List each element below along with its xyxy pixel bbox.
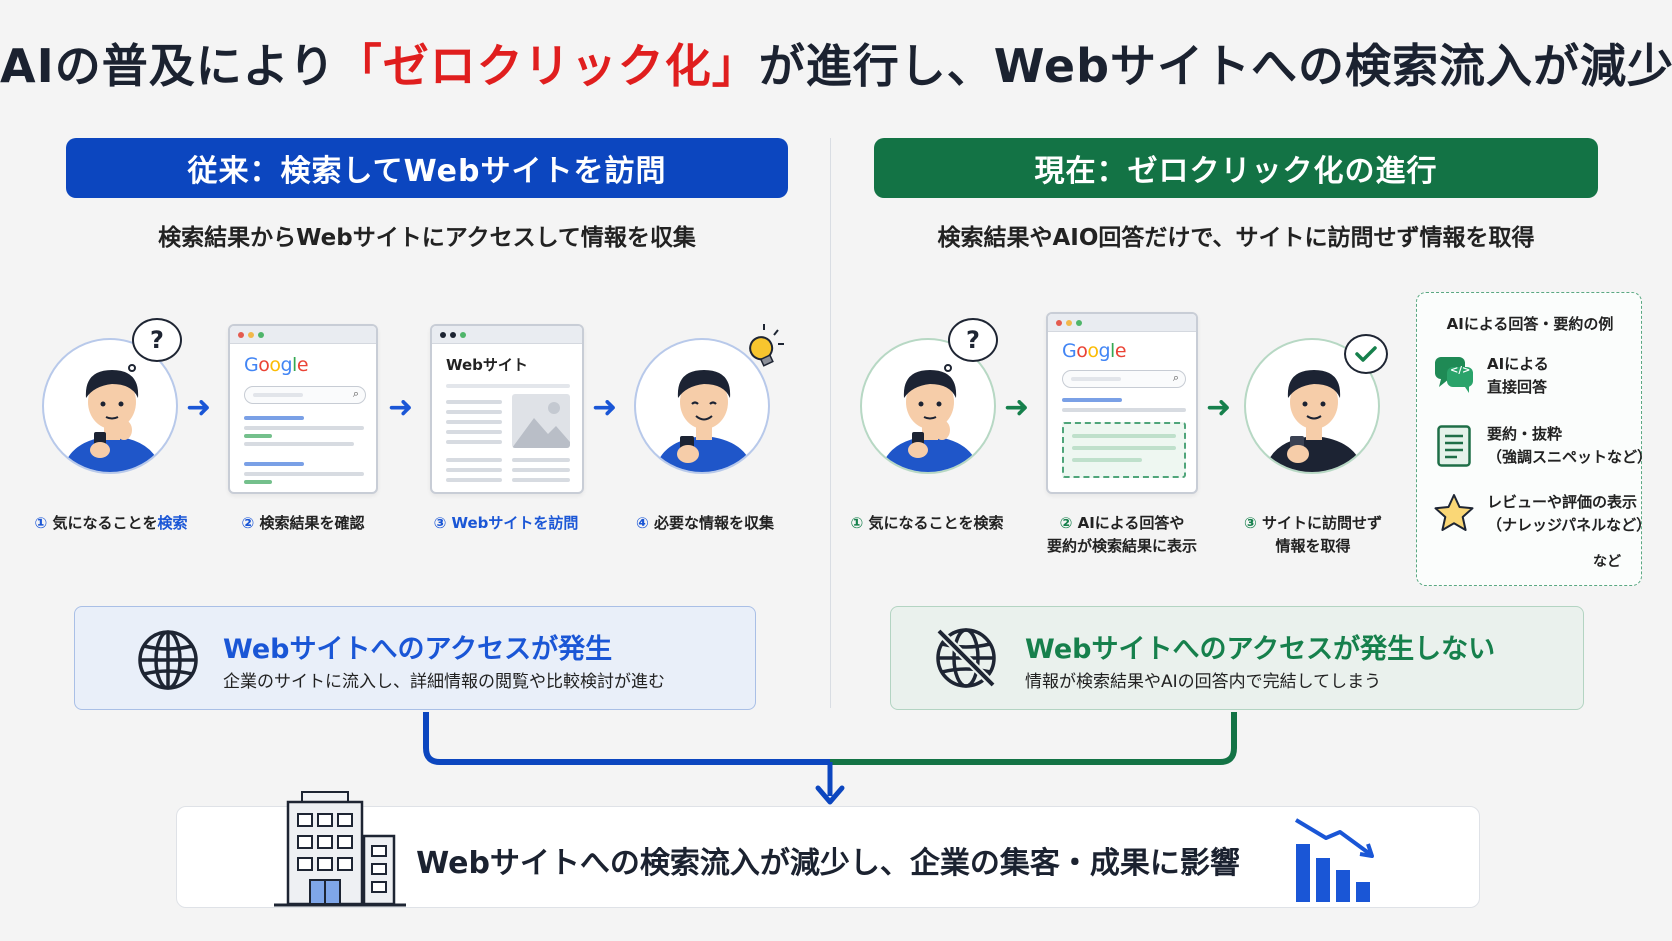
flow-arrow-icon: ➜ <box>1004 390 1030 425</box>
bubble-dot <box>128 364 136 372</box>
right-result-text: 情報が検索結果やAIの回答内で完結してしまう <box>1025 672 1382 692</box>
left-subtitle: 検索結果からWebサイトにアクセスして情報を収集 <box>158 225 696 251</box>
person-phone-icon <box>1264 370 1364 472</box>
left-banner: 従来：検索してWebサイトを訪問 <box>66 138 788 198</box>
lightbulb-icon <box>742 322 786 374</box>
ai-item-direct-answer: AIによる直接回答 <box>1487 355 1549 396</box>
right-result-title: Webサイトへのアクセスが発生しない <box>1025 634 1496 665</box>
declining-bar-chart-icon <box>1292 814 1388 908</box>
website-label: Webサイト <box>446 356 528 374</box>
question-bubble-icon: ? <box>132 318 182 362</box>
globe-icon <box>137 629 199 695</box>
star-icon <box>1433 493 1475 537</box>
ai-item-snippet: 要約・抜粋（強調スニペットなど） <box>1487 425 1653 466</box>
svg-text:</>: </> <box>1450 365 1470 376</box>
left-step-3: ③ Webサイトを訪問 <box>433 514 579 532</box>
question-bubble-icon: ? <box>948 318 998 362</box>
flow-arrow-icon: ➜ <box>388 390 414 425</box>
left-result-title: Webサイトへのアクセスが発生 <box>223 634 613 665</box>
right-banner: 現在：ゼロクリック化の進行 <box>874 138 1598 198</box>
document-icon <box>1437 425 1471 471</box>
chat-icon: </> <box>1433 355 1475 399</box>
google-logo: Google <box>244 354 309 376</box>
image-placeholder-icon <box>512 394 570 448</box>
ai-box-title: AIによる回答・要約の例 <box>1446 315 1614 333</box>
right-result-box: Webサイトへのアクセスが発生しない 情報が検索結果やAIの回答内で完結してしま… <box>890 606 1584 710</box>
ai-item-knowledge-panel: レビューや評価の表示（ナレッジパネルなど） <box>1487 493 1652 534</box>
search-box: ⌕ <box>1062 370 1186 388</box>
google-logo: Google <box>1062 340 1127 362</box>
google-ai-overview-browser: Google ⌕ <box>1046 312 1198 494</box>
magnifier-icon: ⌕ <box>352 387 359 400</box>
left-result-box: Webサイトへのアクセスが発生 企業のサイトに流入し、詳細情報の閲覧や比較検討が… <box>74 606 756 710</box>
title-highlight: 「ゼロクリック化」 <box>335 39 759 93</box>
search-box: ⌕ <box>244 386 366 404</box>
left-step-1: ① 気になることを検索 <box>34 514 188 532</box>
conclusion-text: Webサイトへの検索流入が減少し、企業の集客・成果に影響 <box>416 846 1240 881</box>
google-search-browser: Google ⌕ <box>228 324 378 494</box>
ai-examples-box: AIによる回答・要約の例 </> AIによる直接回答 要約・抜粋（強調スニペット… <box>1416 292 1652 586</box>
flow-arrow-icon: ➜ <box>592 390 618 425</box>
ai-box-etc: など <box>1593 554 1621 570</box>
person-thinking-icon <box>62 370 162 472</box>
person-phone-icon <box>654 370 754 472</box>
bubble-dot <box>944 364 952 372</box>
flow-arrow-icon: ➜ <box>1206 390 1232 425</box>
left-step-2: ② 検索結果を確認 <box>241 514 365 532</box>
right-step-3: ③ サイトに訪問せず情報を取得 <box>1244 514 1382 555</box>
right-step-1: ① 気になることを検索 <box>850 514 1004 532</box>
left-result-text: 企業のサイトに流入し、詳細情報の閲覧や比較検討が進む <box>223 672 665 692</box>
checkmark-bubble-icon <box>1344 334 1388 374</box>
center-divider <box>830 138 831 708</box>
right-subtitle: 検索結果やAIO回答だけで、サイトに訪問せず情報を取得 <box>937 225 1535 251</box>
main-title: AIの普及により「ゼロクリック化」が進行し、Webサイトへの検索流入が減少 <box>0 39 1672 93</box>
no-globe-icon <box>933 625 999 695</box>
left-step-4: ④ 必要な情報を収集 <box>636 514 774 532</box>
ai-overview-panel <box>1062 422 1186 478</box>
magnifier-icon: ⌕ <box>1172 371 1179 384</box>
office-building-icon <box>272 788 408 912</box>
website-browser: Webサイト <box>430 324 584 494</box>
right-step-2: ② AIによる回答や要約が検索結果に表示 <box>1046 514 1197 555</box>
person-thinking-icon <box>880 370 980 472</box>
flow-arrow-icon: ➜ <box>186 390 212 425</box>
person-collecting-illustration <box>634 338 770 474</box>
